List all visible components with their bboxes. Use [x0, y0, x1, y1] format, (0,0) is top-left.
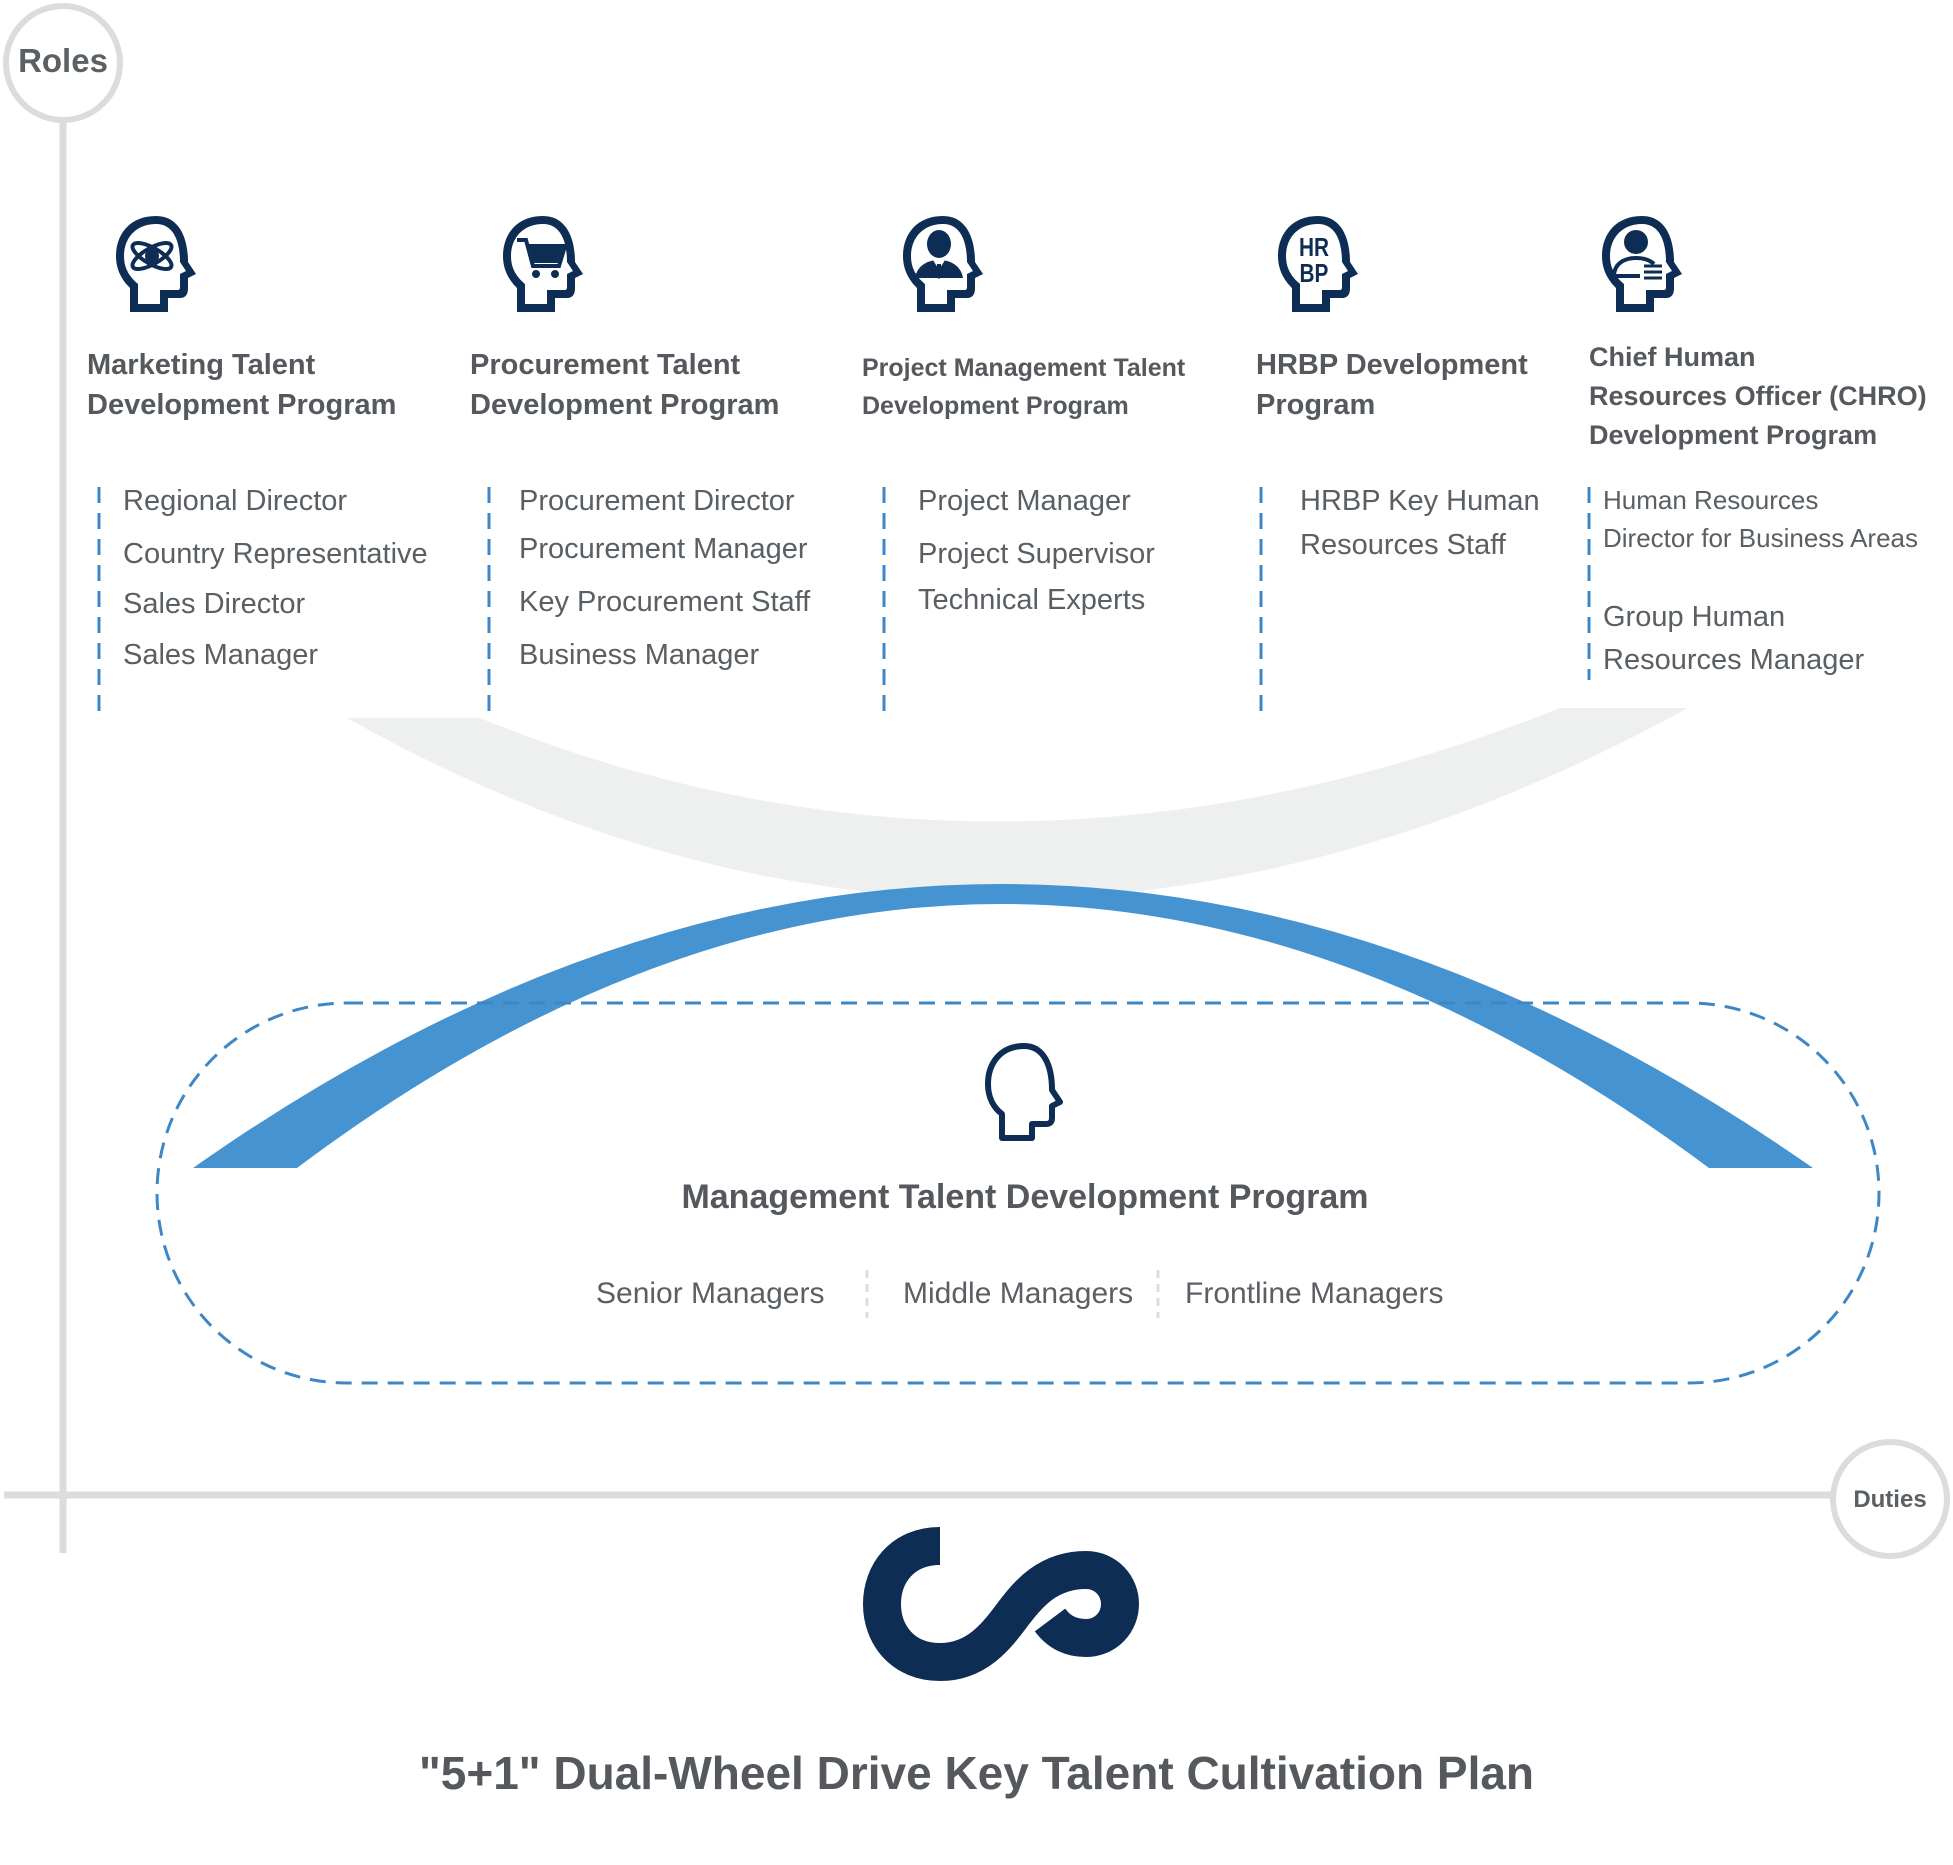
role-item: Group Human: [1603, 601, 1786, 633]
management-capsule: [155, 1001, 1881, 1385]
role-list-separators: [97, 487, 1591, 715]
head-person-document-icon: [1598, 212, 1688, 323]
program-title-project: Project Management Talent Development Pr…: [862, 354, 1186, 420]
role-item: Country Representative: [123, 538, 428, 570]
role-item: Business Manager: [519, 639, 760, 671]
management-level-middle: Middle Managers: [903, 1277, 1134, 1310]
hrbp-icon-text-hr: HR: [1299, 233, 1329, 262]
role-item: Project Supervisor: [918, 538, 1155, 570]
role-item: Procurement Manager: [519, 533, 808, 565]
duties-axis-label: Duties: [1853, 1486, 1927, 1513]
role-item: Resources Manager: [1603, 644, 1865, 676]
head-businessman-icon: [899, 212, 989, 323]
program-title-procurement: Procurement Talent Development Program: [470, 349, 780, 422]
role-item: Project Manager: [918, 485, 1131, 517]
management-program-title: Management Talent Development Program: [681, 1178, 1369, 1216]
program-title-chro: Chief Human Resources Officer (CHRO) Dev…: [1589, 342, 1927, 451]
role-item: Regional Director: [123, 485, 348, 517]
head-hrbp-icon: HR BP: [1274, 212, 1364, 323]
role-item: Human Resources: [1603, 485, 1819, 515]
role-item: Technical Experts: [918, 584, 1146, 616]
role-item: Sales Director: [123, 588, 306, 620]
infinity-icon: [860, 1524, 1166, 1689]
head-atom-icon: [112, 212, 202, 323]
program-title-hrbp: HRBP Development Program: [1256, 349, 1528, 422]
program-title-marketing: Marketing Talent Development Program: [87, 349, 397, 422]
management-level-frontline: Frontline Managers: [1185, 1277, 1444, 1310]
main-title: "5+1" Dual-Wheel Drive Key Talent Cultiv…: [418, 1747, 1535, 1799]
roles-axis-circle: [3, 3, 123, 123]
role-item: HRBP Key Human: [1300, 485, 1540, 517]
head-outline-icon: [980, 1040, 1070, 1151]
role-item: Sales Manager: [123, 639, 319, 671]
management-level-senior: Senior Managers: [596, 1277, 825, 1310]
role-item: Procurement Director: [519, 485, 795, 517]
duties-axis-circle: [1830, 1439, 1950, 1559]
grey-arc: [347, 708, 1688, 900]
role-item: Director for Business Areas: [1603, 523, 1919, 553]
role-item: Resources Staff: [1300, 529, 1506, 561]
blue-arc: [193, 884, 1813, 1168]
roles-axis-label: Roles: [18, 42, 108, 79]
role-item: Key Procurement Staff: [519, 586, 811, 618]
hrbp-icon-text-bp: BP: [1300, 259, 1329, 288]
head-cart-icon: [499, 212, 589, 323]
